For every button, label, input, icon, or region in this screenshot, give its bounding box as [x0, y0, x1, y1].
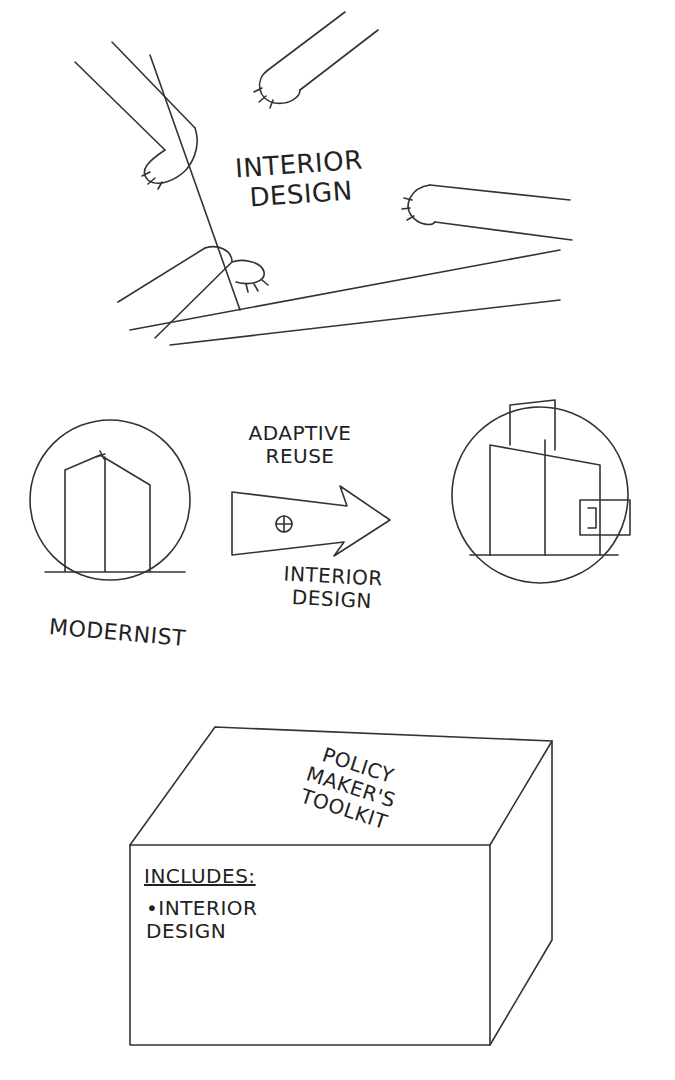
node-text: •INTERIOR DESIGN — [146, 897, 311, 943]
toolkit-cube: POLICY MAKER'S TOOLKIT INCLUDES: •INTERIOR… — [120, 725, 560, 1055]
node-text: MODERNIST — [29, 612, 206, 652]
hands-ring-label: INTERIOR DESIGN — [212, 142, 388, 238]
node-text: ADAPTIVE REUSE — [230, 422, 370, 468]
adapted-building-illustration — [452, 400, 630, 583]
adaptive-reuse-arrow: ADAPTIVE REUSE INTERIOR DESIGN — [222, 420, 422, 620]
node-text: INTERIOR DESIGN — [249, 561, 416, 616]
node-text: POLICY MAKER'S TOOLKIT — [284, 736, 418, 838]
node-text: INTERIOR DESIGN — [210, 144, 390, 216]
hands-illustration — [75, 12, 572, 345]
node-text: INCLUDES: — [144, 865, 294, 888]
modernist-circle: MODERNIST — [25, 415, 210, 670]
